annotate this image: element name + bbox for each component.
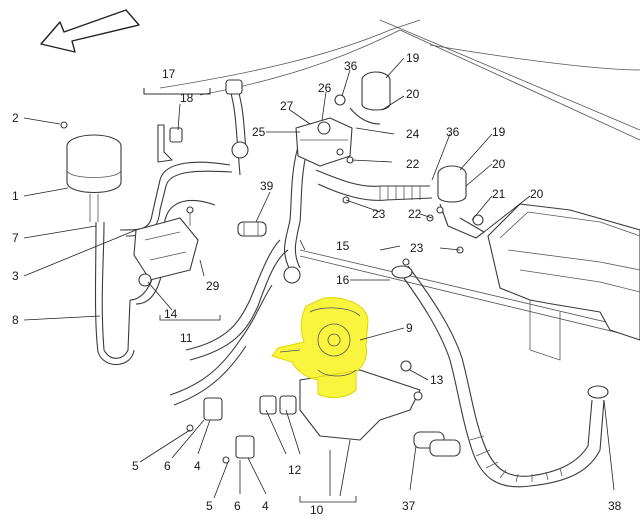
callout-20: 20	[492, 157, 506, 171]
check-valve-right	[436, 165, 485, 239]
central-hoses	[169, 139, 311, 406]
callout-38: 38	[608, 499, 622, 513]
secondary-air-pump	[271, 297, 369, 398]
callout-10: 10	[310, 503, 324, 517]
callout-4: 4	[194, 459, 201, 473]
callout-7: 7	[12, 231, 19, 245]
callout-20: 20	[406, 87, 420, 101]
front-direction-arrow-icon	[40, 9, 140, 53]
callout-36: 36	[446, 125, 460, 139]
callout-29: 29	[206, 279, 220, 293]
callout-22: 22	[408, 207, 422, 221]
solenoid-valves	[186, 395, 297, 464]
hose-clamp-39	[237, 221, 267, 237]
callout-6: 6	[234, 499, 241, 513]
callout-9: 9	[406, 321, 413, 335]
callout-25: 25	[252, 125, 266, 139]
callout-18: 18	[180, 91, 194, 105]
vent-hose	[225, 79, 249, 176]
callout-1: 1	[12, 189, 19, 203]
callout-15: 15	[336, 239, 350, 253]
callout-27: 27	[280, 99, 294, 113]
callout-19: 19	[492, 125, 506, 139]
mounting-bracket	[133, 206, 199, 287]
callout-22: 22	[406, 157, 420, 171]
callout-4: 4	[262, 499, 269, 513]
corrugated-hose-upper	[315, 169, 433, 201]
check-valve-top	[349, 71, 391, 125]
air-filter-box	[487, 203, 640, 361]
callout-2: 2	[12, 111, 19, 125]
callout-5: 5	[206, 499, 213, 513]
callout-26: 26	[318, 81, 332, 95]
callout-5: 5	[132, 459, 139, 473]
callout-19: 19	[406, 51, 420, 65]
sensor-bracket	[143, 88, 211, 163]
callout-20: 20	[530, 187, 544, 201]
callout-23: 23	[372, 207, 386, 221]
callout-11: 11	[180, 331, 193, 345]
callout-16: 16	[336, 273, 350, 287]
callout-12: 12	[288, 463, 302, 477]
callout-39: 39	[260, 179, 274, 193]
callout-36: 36	[344, 59, 358, 73]
callout-6: 6	[164, 459, 171, 473]
callout-24: 24	[406, 127, 420, 141]
callout-23: 23	[410, 241, 424, 255]
callout-17: 17	[162, 67, 176, 81]
callout-3: 3	[12, 269, 19, 283]
callout-21: 21	[492, 187, 506, 201]
callout-leaders	[23, 57, 615, 503]
long-hose-right	[391, 265, 609, 488]
callout-37: 37	[402, 499, 416, 513]
callout-13: 13	[430, 373, 444, 387]
callout-labels: 1 2 3 4 4 5 5 6 6 7 8 9 10 11 12 13 14 1…	[12, 51, 622, 517]
hose-clamp-37	[413, 431, 461, 457]
callout-14: 14	[164, 307, 178, 321]
callout-8: 8	[12, 313, 19, 327]
expansion-tank	[60, 121, 122, 222]
